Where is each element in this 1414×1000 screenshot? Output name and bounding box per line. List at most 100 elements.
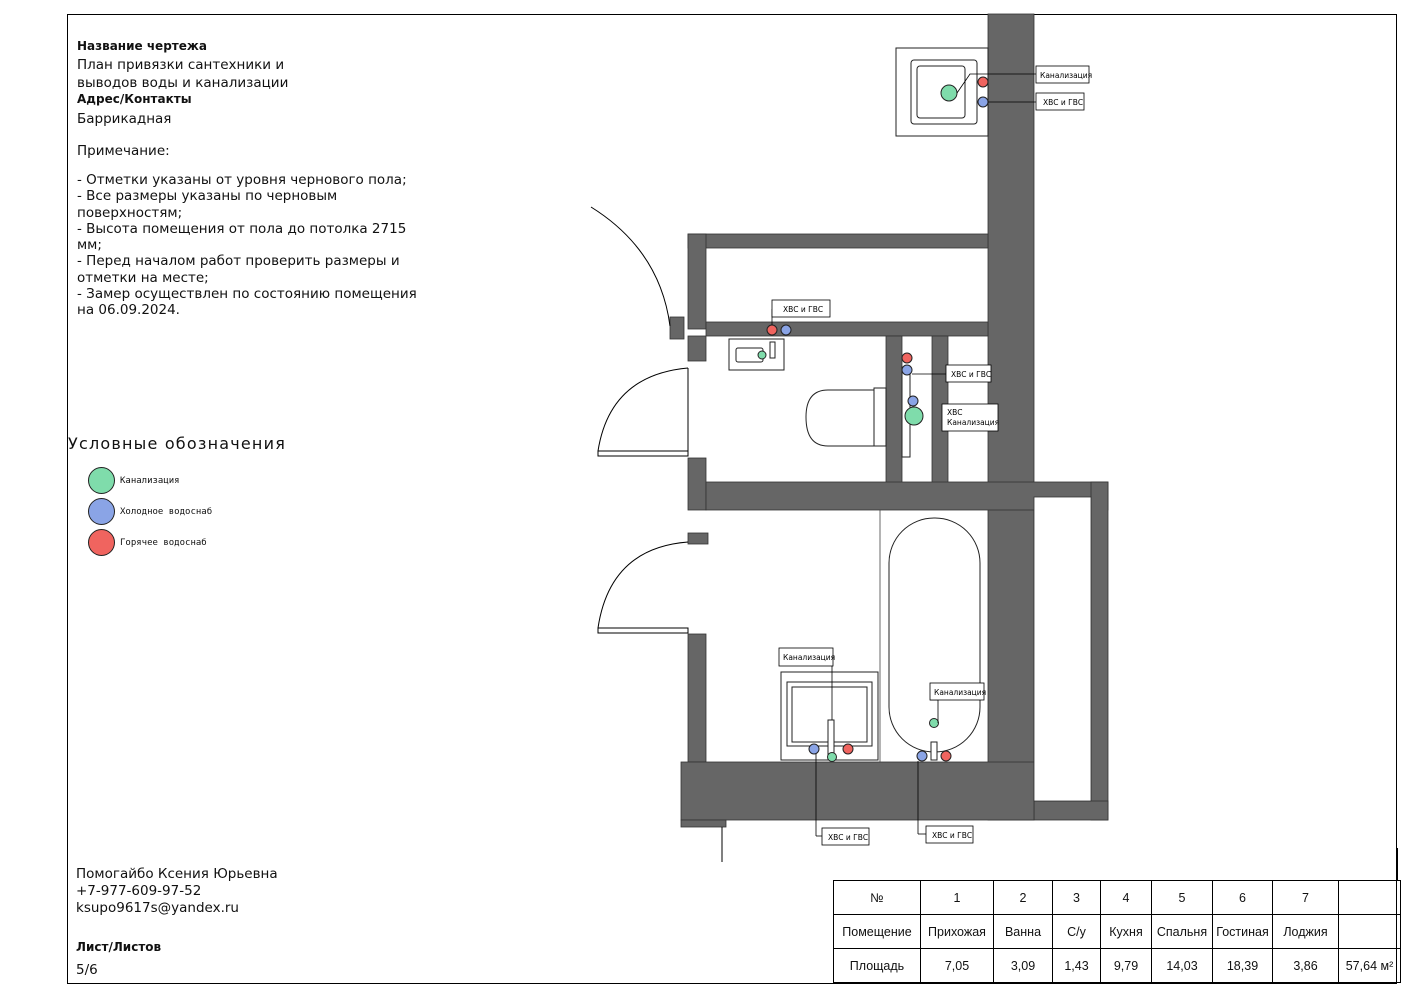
wc-door-arc: [597, 367, 689, 452]
legend-title: Условные обозначения: [68, 434, 287, 453]
tag-box: [925, 825, 974, 844]
cold-water-icon: [780, 324, 792, 336]
note-item: - Перед началом работ проверить размеры …: [77, 253, 400, 286]
note-label: Примечание:: [77, 143, 170, 159]
table-cell: Лоджия: [1272, 914, 1339, 949]
note-item: - Замер осуществлен по состоянию помещен…: [77, 286, 417, 319]
table-cell: 18,39: [1212, 948, 1273, 983]
author-name: Помогайбо Ксения Юрьевна: [76, 866, 278, 882]
sewer-icon: [827, 752, 837, 762]
drawing-frame: [67, 14, 1397, 984]
tag-wc-water: ХВС и ГВС: [951, 370, 991, 379]
hot-water-icon: [901, 352, 913, 364]
tag-box: [771, 299, 831, 318]
wall-jamb: [687, 532, 709, 545]
wall-left-upper: [687, 233, 707, 330]
entry-door-arc: [590, 206, 671, 327]
wall-wc-top: [705, 321, 989, 337]
table-cell: №: [833, 880, 921, 915]
tag-box: [1035, 65, 1090, 84]
author-phone: +7-977-609-97-52: [76, 883, 202, 899]
tag-box: [778, 647, 834, 667]
tag-kitchen-water: ХВС и ГВС: [1043, 98, 1083, 107]
tag-washer-water: ХВС и ГВС: [828, 833, 868, 842]
bathtub: [888, 517, 981, 753]
sewer-icon: [904, 406, 924, 426]
table-cell: 3,86: [1272, 948, 1339, 983]
cold-water-icon: [977, 96, 989, 108]
sewer-icon: [940, 84, 958, 102]
wall-loggia-bottom: [1033, 800, 1109, 821]
hot-water-icon: [940, 750, 952, 762]
tag-tub-water: ХВС и ГВС: [932, 831, 972, 840]
table-cell: 7,05: [920, 948, 994, 983]
table-cell: [1338, 914, 1401, 949]
author-email: ksupo9617s@yandex.ru: [76, 900, 239, 916]
table-row: Площадь 7,05 3,09 1,43 9,79 14,03 18,39 …: [833, 948, 1401, 983]
tag-box: [929, 682, 985, 701]
table-cell: 3,09: [993, 948, 1053, 983]
legend-label: Горячее водоснаб: [120, 537, 207, 548]
legend-label: Канализация: [120, 475, 180, 486]
tag-wc-combo-line1: ХВС: [947, 408, 963, 417]
table-cell: 7: [1272, 880, 1339, 915]
table-cell: Спальня: [1151, 914, 1213, 949]
note-item: - Все размеры указаны по черновым поверх…: [77, 188, 338, 221]
drawing-title-label: Название чертежа: [77, 39, 207, 53]
tag-box: [821, 827, 870, 846]
toilet-bowl: [805, 389, 875, 447]
table-cell: Прихожая: [920, 914, 994, 949]
sewer-marker-icon: [88, 467, 115, 494]
table-cell: Кухня: [1100, 914, 1152, 949]
table-cell: [1338, 880, 1401, 915]
note-item: - Отметки указаны от уровня чернового по…: [77, 172, 407, 188]
table-cell: 4: [1100, 880, 1152, 915]
wall-loggia: [1090, 481, 1109, 821]
address-label: Адрес/Контакты: [77, 92, 192, 106]
bath-door-arc: [597, 541, 689, 629]
sewer-icon: [757, 350, 767, 360]
sheet-label: Лист/Листов: [76, 940, 162, 954]
table-row: № 1 2 3 4 5 6 7: [833, 880, 1401, 915]
table-cell: 14,03: [1151, 948, 1213, 983]
table-cell: 3: [1052, 880, 1101, 915]
door-jamb: [669, 316, 685, 340]
wall-bottom: [680, 761, 1035, 821]
note-item: - Высота помещения от пола до потолка 27…: [77, 220, 407, 254]
table-cell: Помещение: [833, 914, 921, 949]
cold-water-icon: [907, 395, 919, 407]
tag-box: [941, 403, 999, 432]
address-value: Баррикадная: [77, 111, 172, 127]
table-cell: 5: [1151, 880, 1213, 915]
drawing-title-line2: выводов воды и канализации: [77, 75, 289, 91]
table-cell: Площадь: [833, 948, 921, 983]
hot-water-marker-icon: [88, 529, 115, 556]
table-cell: 2: [993, 880, 1053, 915]
wall-wc-partition: [885, 335, 903, 485]
sewer-icon: [929, 718, 939, 728]
table-cell: Ванна: [993, 914, 1053, 949]
table-cell: 1: [920, 880, 994, 915]
table-cell: 57,64 м²: [1338, 948, 1401, 983]
wall-upper: [687, 233, 989, 249]
tag-wc-combo-line2: Канализация: [947, 418, 999, 427]
wall-left-lower: [687, 633, 707, 763]
tag-kitchen-sewer: Канализация: [1040, 71, 1092, 80]
drawing-title-line1: План привязки сантехники и: [77, 57, 285, 73]
notes-list: - Отметки указаны от уровня чернового по…: [77, 172, 427, 319]
table-cell: Гостиная: [1212, 914, 1273, 949]
table-row: Помещение Прихожая Ванна С/у Кухня Спаль…: [833, 914, 1401, 949]
cold-water-marker-icon: [88, 498, 115, 525]
stamp-divider: [1397, 848, 1398, 880]
cold-water-icon: [808, 743, 820, 755]
legend-label: Холодное водоснаб: [120, 506, 213, 517]
tag-box: [945, 364, 992, 383]
hot-water-icon: [977, 76, 989, 88]
wall-left-mid: [687, 457, 707, 511]
table-cell: 9,79: [1100, 948, 1152, 983]
hot-water-icon: [766, 324, 778, 336]
hot-water-icon: [842, 743, 854, 755]
tag-bath-sink-water: ХВС и ГВС: [783, 305, 823, 314]
loggia-inner: [1033, 496, 1092, 802]
